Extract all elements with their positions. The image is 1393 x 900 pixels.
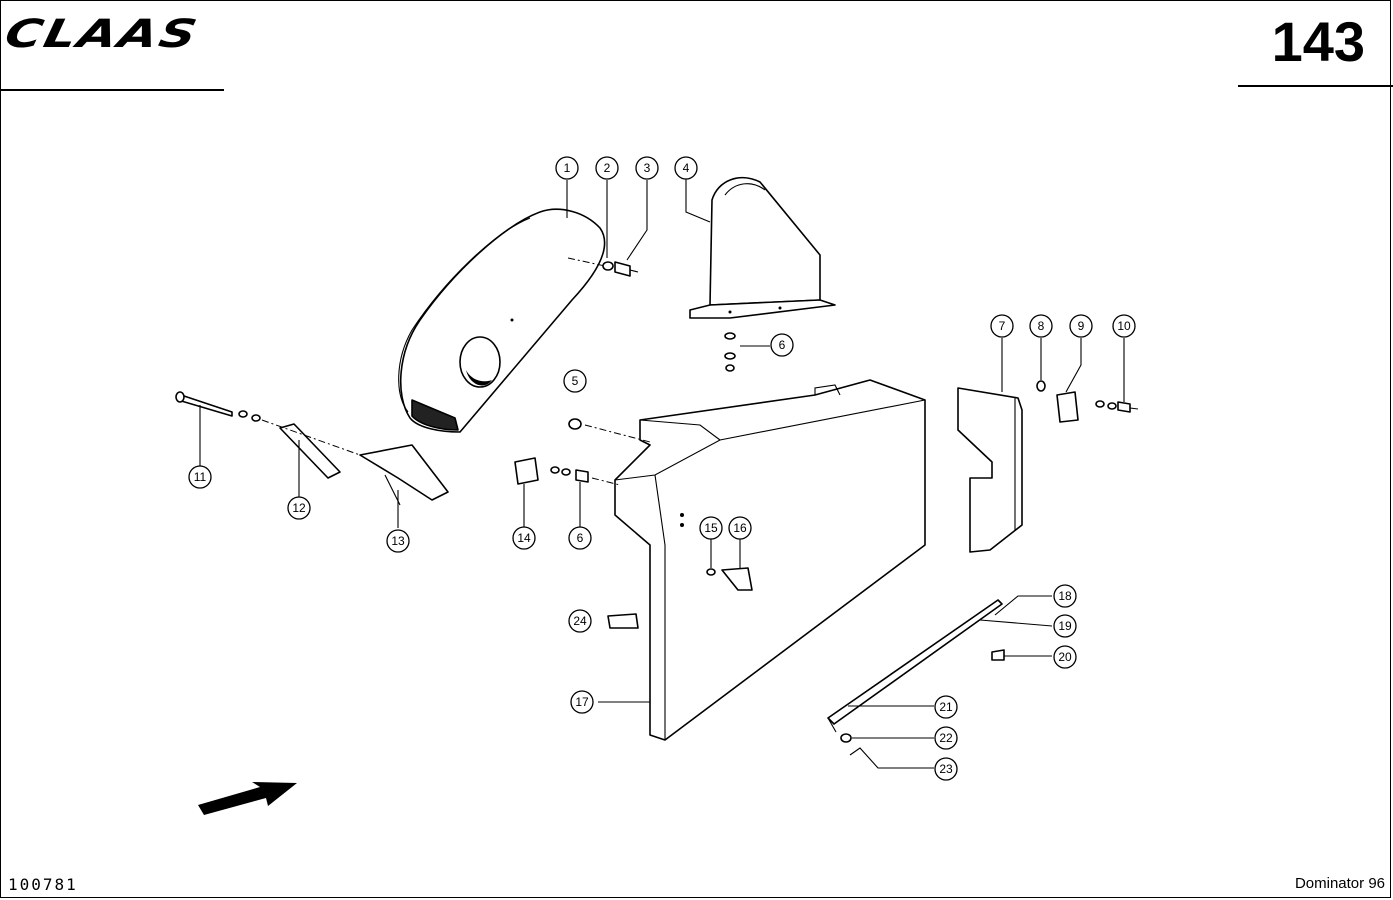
washer-bolt-set-2-3 [566, 180, 648, 277]
belt-guard-cover [398, 208, 606, 433]
callout-11: 11 [188, 465, 212, 489]
callout-12: 12 [287, 496, 311, 520]
bolt-bracket-set-11-13 [175, 391, 449, 528]
callout-16: 16 [728, 516, 752, 540]
svg-text:23: 23 [939, 762, 953, 776]
machine-model: Dominator 96 [1294, 875, 1385, 892]
callout-6-lower: 6 [568, 526, 592, 550]
svg-text:9: 9 [1078, 319, 1085, 333]
fastener-set-15-16 [706, 538, 753, 591]
document-code: 100781 [8, 875, 78, 894]
svg-text:7: 7 [999, 319, 1006, 333]
svg-text:15: 15 [704, 521, 718, 535]
callout-23: 23 [934, 757, 958, 781]
svg-text:17: 17 [575, 695, 589, 709]
logo-underline [0, 89, 224, 91]
svg-text:13: 13 [391, 534, 405, 548]
side-plate-7 [957, 338, 1023, 553]
svg-text:21: 21 [939, 700, 953, 714]
callout-20: 20 [1053, 645, 1077, 669]
callout-22: 22 [934, 726, 958, 750]
callout-6-upper: 6 [770, 333, 794, 357]
hood-bracket [685, 170, 836, 319]
svg-text:3: 3 [644, 161, 651, 175]
callout-21: 21 [934, 695, 958, 719]
nut-5 [568, 418, 582, 430]
svg-text:6: 6 [779, 338, 786, 352]
svg-text:8: 8 [1038, 319, 1045, 333]
svg-text:22: 22 [939, 731, 953, 745]
callout-7: 7 [990, 314, 1014, 338]
svg-text:5: 5 [572, 374, 579, 388]
callout-15: 15 [699, 516, 723, 540]
page-number: 143 [1271, 10, 1365, 73]
hinge-set-8-10 [1036, 338, 1139, 423]
svg-text:16: 16 [733, 521, 747, 535]
callout-14: 14 [512, 526, 536, 550]
callout-2: 2 [595, 156, 619, 180]
callout-5: 5 [563, 369, 587, 393]
rod-set-18-23 [827, 595, 1053, 769]
svg-text:4: 4 [683, 161, 690, 175]
svg-text:24: 24 [573, 614, 587, 628]
svg-text:19: 19 [1058, 619, 1072, 633]
screw-stack-6-upper [724, 332, 770, 372]
main-housing [584, 379, 926, 741]
svg-text:1: 1 [564, 161, 571, 175]
svg-text:14: 14 [517, 531, 531, 545]
svg-text:6: 6 [577, 531, 584, 545]
callout-19: 19 [1053, 614, 1077, 638]
callout-8: 8 [1029, 314, 1053, 338]
callout-18: 18 [1053, 584, 1077, 608]
callout-3: 3 [635, 156, 659, 180]
svg-text:10: 10 [1117, 319, 1131, 333]
callout-1: 1 [555, 156, 579, 180]
callout-4: 4 [674, 156, 698, 180]
latch-set-14-6 [514, 457, 621, 528]
callout-9: 9 [1069, 314, 1093, 338]
travel-direction-arrow [198, 782, 297, 815]
callout-17: 17 [570, 690, 594, 714]
svg-text:12: 12 [292, 501, 306, 515]
callout-10: 10 [1112, 314, 1136, 338]
svg-text:2: 2 [604, 161, 611, 175]
page-number-underline [1238, 85, 1393, 87]
clip-24 [607, 613, 639, 629]
svg-text:11: 11 [194, 470, 207, 484]
svg-text:20: 20 [1058, 650, 1072, 664]
svg-text:18: 18 [1058, 589, 1072, 603]
callout-13: 13 [386, 529, 410, 553]
callout-24: 24 [568, 609, 592, 633]
